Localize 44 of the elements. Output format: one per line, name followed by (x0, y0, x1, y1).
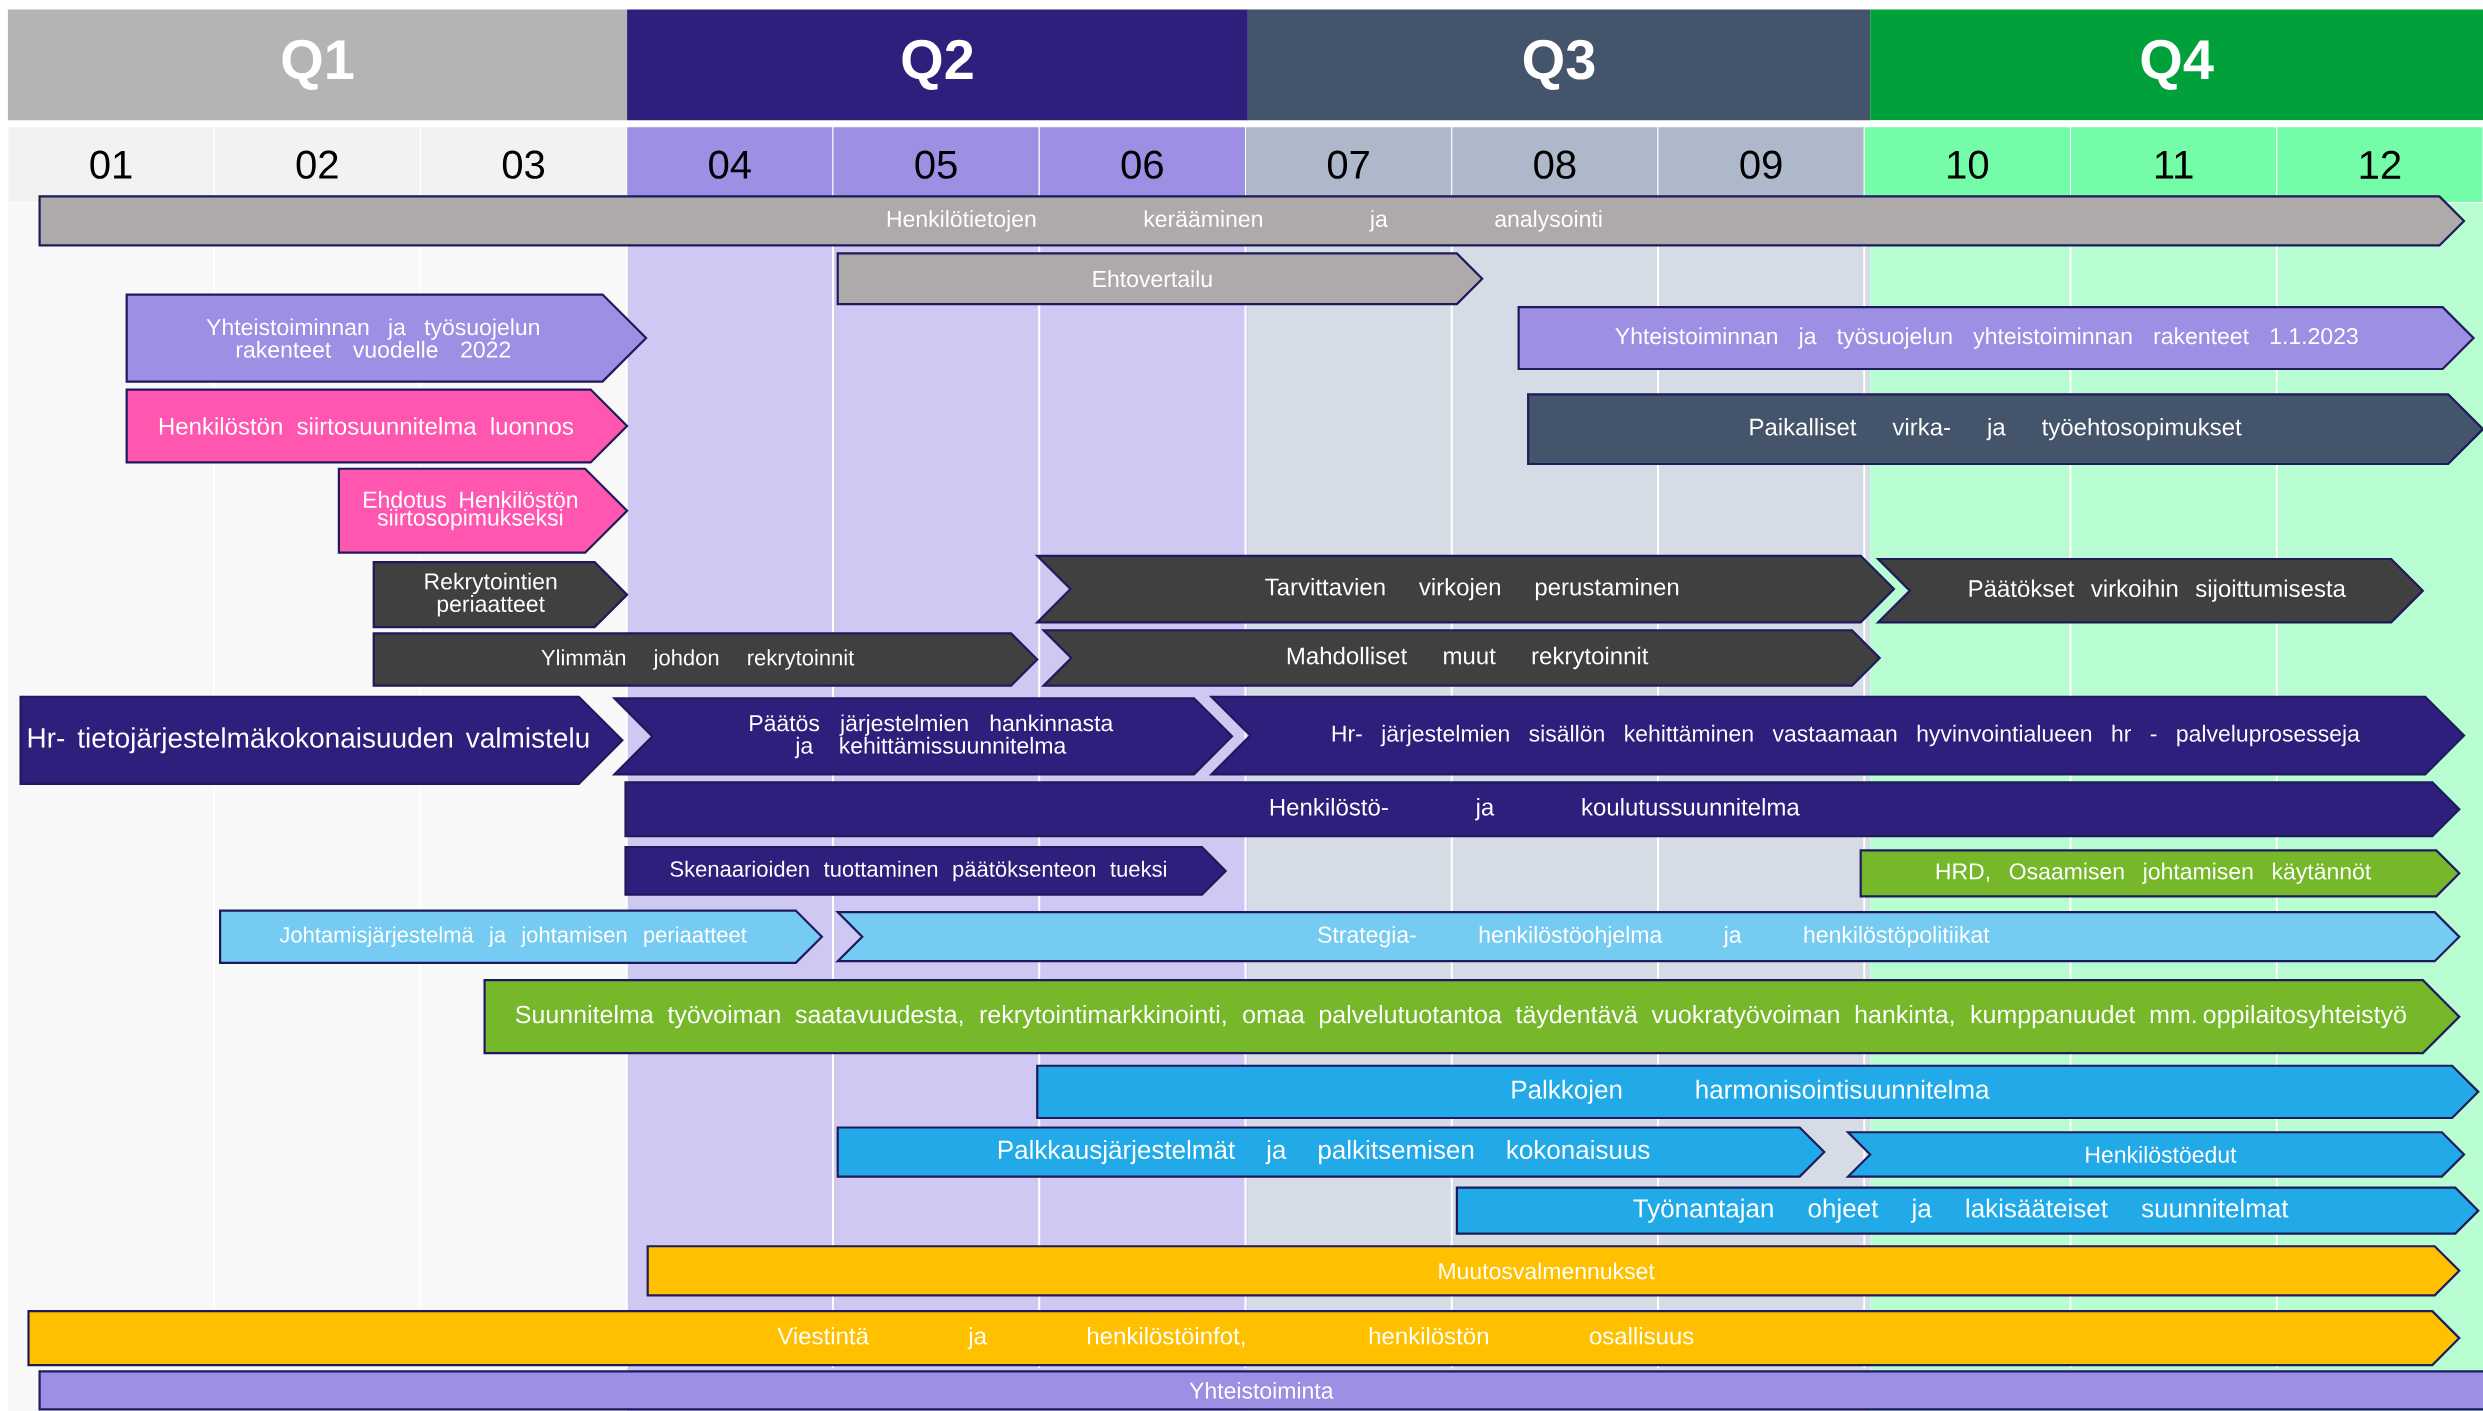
task-chevron: HRD, Osaamisen johtamisen käytännöt (1859, 849, 2461, 898)
task-chevron: Mahdolliset muut rekrytoinnit (1040, 629, 1882, 687)
task-chevron: Henkilöstön siirtosuunnitelma luonnos (125, 388, 629, 464)
task-chevron: Päätös järjestelmien hankinnasta ja kehittämissuunnitelma (611, 697, 1234, 776)
task-chevron: Skenaarioiden tuottaminen päätöksenteon tueksi (624, 846, 1228, 896)
month-header: 09 (1657, 126, 1865, 204)
month-header: 08 (1451, 126, 1659, 204)
task-chevron: Rekrytointien periaatteet (372, 561, 629, 629)
quarter-header: Q2 (627, 9, 1248, 121)
month-header: 11 (2070, 126, 2278, 204)
task-chevron: Henkilötietojen kerääminen ja analysointi (38, 195, 2466, 247)
month-header: 06 (1038, 126, 1246, 204)
task-chevron: Hr- järjestelmien sisällön kehittäminen vastaamaan hyvinvointialueen hr - palveluprosesseja (1208, 695, 2466, 776)
task-chevron: Työnantajan ohjeet ja lakisääteiset suunnitelmat (1455, 1186, 2480, 1235)
task-chevron: Strategia- henkilöstöohjelma ja henkilöstöpolitiikat (835, 911, 2461, 963)
task-chevron: Ehdotus Henkilöstön siirtosopimukseksi (337, 467, 629, 554)
task-chevron: Muutosvalmennukset (646, 1245, 2461, 1297)
task-chevron: Palkkojen harmonisointisuunnitelma (1036, 1064, 2480, 1120)
month-header: 10 (1863, 126, 2071, 204)
task-chevron: Paikalliset virka- ja työehtosopimukset (1527, 393, 2483, 466)
task-chevron: Johtamisjärjestelmä ja johtamisen periaatteet (219, 909, 824, 964)
month-header: 03 (419, 126, 628, 204)
month-header: 04 (626, 126, 834, 204)
task-chevron: Suunnitelma työvoiman saatavuudesta, rekrytointimarkkinointi, omaa palvelutuotantoa täydentävä vuokratyövoiman hankinta, kumppanuudet mm. oppilaitosyhteistyö (483, 979, 2461, 1055)
month-header: 01 (7, 126, 215, 204)
month-header: 07 (1245, 126, 1453, 204)
task-chevron: Ylimmän johdon rekrytoinnit (372, 632, 1039, 687)
task-chevron: Hr- tietojärjestelmäkokonaisuuden valmistelu (19, 695, 624, 785)
task-chevron: Henkilöstöedut (1845, 1131, 2466, 1178)
task-chevron: Yhteistoiminta (38, 1370, 2483, 1411)
task-chevron: Yhteistoiminnan ja työsuojelun yhteistoiminnan rakenteet 1.1.2023 (1517, 306, 2476, 371)
quarter-header: Q3 (1247, 9, 1871, 121)
task-chevron: Yhteistoiminnan ja työsuojelun rakenteet vuodelle 2022 (125, 293, 648, 383)
task-chevron: Henkilöstö- ja koulutussuunnitelma (624, 781, 2461, 838)
task-chevron: Viestintä ja henkilöstöinfot, henkilöstön osallisuus (27, 1310, 2461, 1367)
task-chevron: Tarvittavien virkojen perustaminen (1034, 554, 1896, 624)
month-header: 05 (832, 126, 1040, 204)
task-chevron: Palkkausjärjestelmät ja palkitsemisen kokonaisuus (836, 1126, 1826, 1178)
task-chevron: Ehtovertailu (836, 252, 1484, 306)
task-chevron: Päätökset virkoihin sijoittumisesta (1875, 557, 2425, 624)
month-header: 02 (213, 126, 421, 204)
quarter-header: Q1 (7, 9, 628, 121)
quarter-header: Q4 (1870, 9, 2483, 121)
month-header: 12 (2276, 126, 2483, 204)
